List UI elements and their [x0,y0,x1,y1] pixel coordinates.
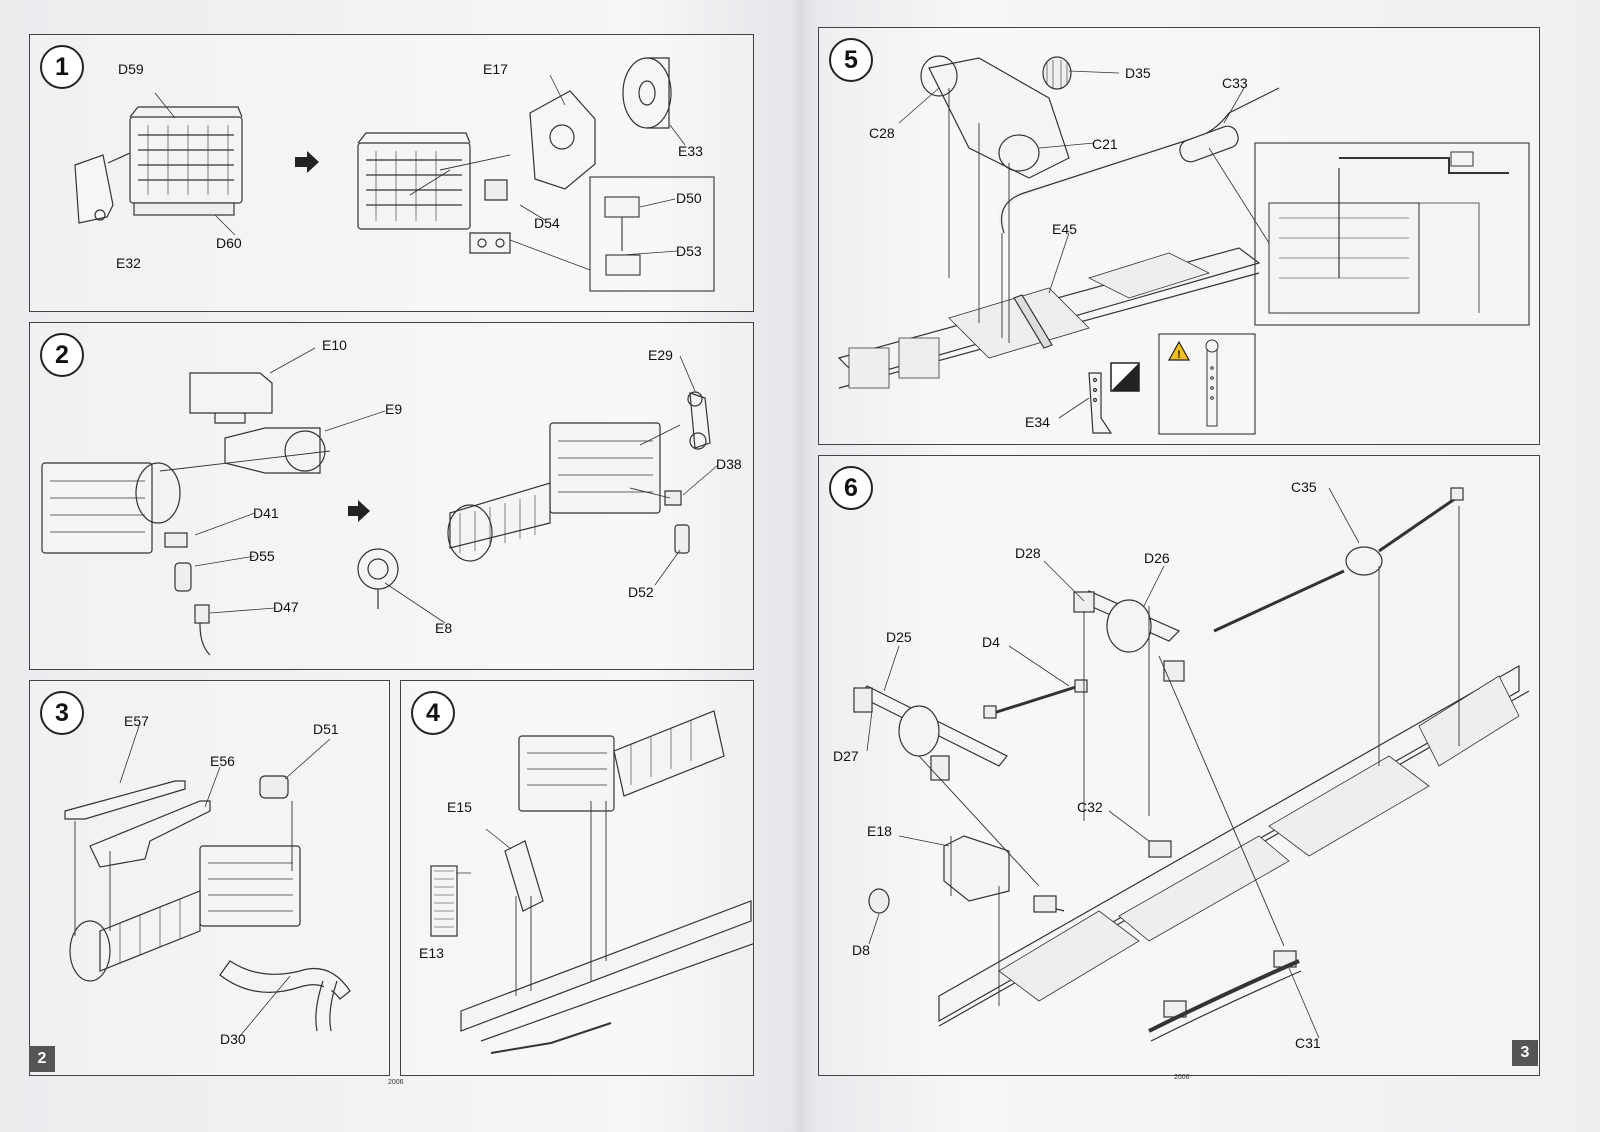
part-label: E17 [483,61,508,77]
part-label: D28 [1015,545,1041,561]
step-5-panel: 5 [818,27,1540,445]
left-page: 1 [0,0,780,1132]
step-number: 5 [829,38,873,82]
page-number-badge: 2 [29,1046,55,1072]
print-code: 2006 [388,1079,404,1086]
step-number: 6 [829,466,873,510]
part-label: D54 [534,215,560,231]
part-label: C28 [869,125,895,141]
part-label: C35 [1291,479,1317,495]
part-label: C33 [1222,75,1248,91]
part-label: E32 [116,255,141,271]
step-5-drawing: ! [837,55,1530,435]
part-label: E13 [419,945,444,961]
step-6-drawing [853,487,1530,1042]
step-number: 2 [40,333,84,377]
part-label: D41 [253,505,279,521]
part-label: D26 [1144,550,1170,566]
part-label: E33 [678,143,703,159]
part-label: C21 [1092,136,1118,152]
part-label: D30 [220,1031,246,1047]
step-3-panel: 3 [29,680,390,1076]
svg-text:!: ! [1177,349,1181,361]
step-number: 4 [411,691,455,735]
part-label: D25 [886,629,912,645]
step-6-panel: 6 [818,455,1540,1076]
step-1-panel: 1 [29,34,754,312]
part-label: D35 [1125,65,1151,81]
step-2-panel: 2 [29,322,754,670]
part-label: E15 [447,799,472,815]
paint-swatch-icon [1110,362,1140,392]
part-label: D38 [716,456,742,472]
part-label: C31 [1295,1035,1321,1051]
part-label: C32 [1077,799,1103,815]
part-label: D52 [628,584,654,600]
step-3-drawing [64,722,351,1037]
part-label: D53 [676,243,702,259]
part-label: E18 [867,823,892,839]
caution-triangle-icon: ! [1167,340,1191,361]
part-label: E9 [385,401,403,417]
step-number: 1 [40,45,84,89]
part-label: D8 [852,942,870,958]
step-1-drawing [74,57,715,292]
part-label: E45 [1052,221,1077,237]
part-label: D47 [273,599,299,615]
part-label: D59 [118,61,144,77]
part-label: D27 [833,748,859,764]
print-code: 2006 [1174,1074,1190,1081]
part-label: E8 [435,620,453,636]
part-label: D4 [982,634,1000,650]
part-label: E29 [648,347,673,363]
right-page: 5 [800,0,1600,1132]
part-label: D55 [249,548,275,564]
part-label: D51 [313,721,339,737]
step-4-drawing [430,710,753,1054]
part-label: D60 [216,235,242,251]
step-2-drawing [41,347,719,656]
part-label: E34 [1025,414,1050,430]
part-label: E10 [322,337,347,353]
page-number-badge: 3 [1512,1040,1538,1066]
part-label: E56 [210,753,235,769]
step-4-panel: 4 [400,680,754,1076]
part-label: E57 [124,713,149,729]
part-label: D50 [676,190,702,206]
step-number: 3 [40,691,84,735]
